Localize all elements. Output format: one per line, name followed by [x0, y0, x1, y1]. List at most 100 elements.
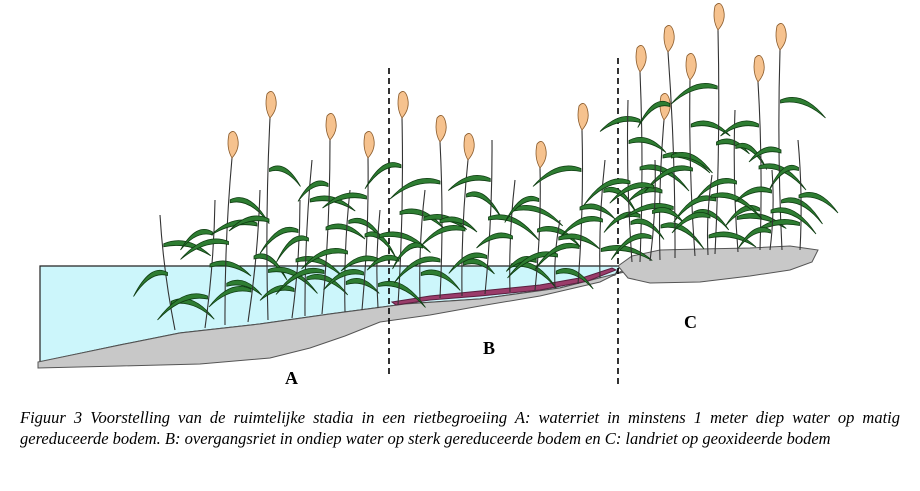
reed-leaf [735, 142, 768, 170]
land-mound [617, 245, 819, 284]
reed-leaf [673, 195, 717, 223]
reed-leaf [758, 163, 807, 191]
reed-plume [577, 103, 589, 131]
reed-plume [435, 115, 447, 143]
reed-leaf [157, 293, 208, 321]
reed-leaf [392, 242, 423, 270]
reed-leaf [720, 120, 759, 137]
reed-plume [659, 93, 671, 121]
reed-leaf [208, 285, 252, 308]
reed-leaf [420, 224, 466, 247]
reed-leaf [690, 120, 731, 137]
reed-leaf [735, 186, 772, 203]
reed-leaf [488, 214, 540, 242]
reed-leaf [798, 191, 839, 214]
reed-leaf [423, 214, 468, 230]
reed-plume [635, 45, 647, 73]
reed-leaf [259, 226, 299, 254]
reed-leaf [325, 223, 366, 240]
reed-leaf [439, 216, 478, 233]
reed-plume [663, 25, 675, 53]
reed-leaf [276, 235, 309, 263]
soil-underwater [37, 265, 633, 369]
reed-plume [775, 23, 787, 51]
reed-plume [713, 3, 725, 31]
reed-leaf [229, 197, 270, 224]
zone-label-c: C [684, 312, 697, 332]
reed-plume [363, 131, 375, 159]
reed-leaf [534, 242, 580, 270]
reed-leaf [609, 182, 655, 204]
zone-label-b: B [483, 338, 495, 358]
reed-leaf [180, 228, 213, 251]
reed-plume [535, 141, 547, 169]
reed-leaf [599, 116, 641, 132]
reed-leaf [180, 238, 229, 260]
reed-leaf [579, 203, 616, 220]
reed-leaf [583, 178, 631, 206]
reed-leaf [555, 267, 594, 290]
reed-leaf [628, 137, 667, 153]
reed-leaf [323, 268, 364, 291]
reed-leaf [603, 186, 638, 214]
reed-plume [463, 133, 475, 161]
reed-leaf [366, 254, 400, 271]
reed-leaf [710, 192, 763, 220]
reed-leaf [476, 232, 513, 249]
reed-leaf [610, 233, 652, 260]
reed-leaf [644, 165, 693, 193]
reed-leaf [630, 218, 665, 240]
reed-leaf [379, 231, 431, 253]
reed-leaf [671, 151, 713, 174]
zone-label-a: A [285, 368, 298, 388]
reed-leaf [228, 215, 270, 232]
reed-leaf [560, 215, 603, 238]
reed-leaf [295, 255, 344, 278]
reed-leaf [301, 247, 348, 270]
reed-leaf [322, 192, 367, 209]
reed-leaf [268, 266, 318, 294]
reduced-soil-layer [390, 267, 618, 306]
reed-leaf [393, 256, 441, 284]
reed-leaf [513, 204, 564, 227]
reed-plume [325, 113, 337, 141]
reed-leaf [466, 191, 502, 219]
reed-leaf [504, 195, 540, 223]
reed-leaf [600, 245, 653, 261]
reed-leaf [447, 175, 491, 191]
reed-plume [397, 91, 409, 119]
reed-leaf [275, 267, 325, 295]
reed-plume [227, 131, 239, 159]
reed-leaf [670, 82, 718, 105]
reed-leaf [696, 177, 737, 200]
reed-leaf [671, 211, 711, 234]
reed-leaf [781, 197, 823, 225]
reed-leaf [736, 213, 787, 229]
reed-leaf [708, 231, 757, 248]
reed-leaf [660, 222, 705, 250]
reed-leaf [463, 258, 495, 275]
reed-leaf [780, 96, 826, 119]
reed-leaf [364, 162, 402, 189]
reed-leaf [738, 226, 771, 249]
figure-caption: Figuur 3 Voorstelling van de ruimtelijke… [20, 408, 900, 448]
reed-leaf [378, 280, 426, 308]
reed-leaf [163, 240, 212, 257]
reed-leaf [269, 165, 301, 187]
reed-leaf [309, 195, 356, 212]
reed-leaf [637, 100, 671, 128]
reed-leaf [226, 279, 263, 296]
reed-leaf [345, 278, 380, 294]
reed-leaf [532, 165, 582, 187]
reed-plume [265, 91, 277, 119]
reed-leaf [770, 207, 817, 235]
reed-leaf [133, 269, 168, 297]
reed-plume [685, 53, 697, 81]
reed-stems-group [133, 3, 839, 331]
reed-leaf [340, 255, 380, 272]
reed-leaf [209, 260, 252, 277]
reed-leaf [389, 177, 441, 200]
reed-leaf [306, 273, 349, 296]
reed-leaf [253, 253, 288, 281]
